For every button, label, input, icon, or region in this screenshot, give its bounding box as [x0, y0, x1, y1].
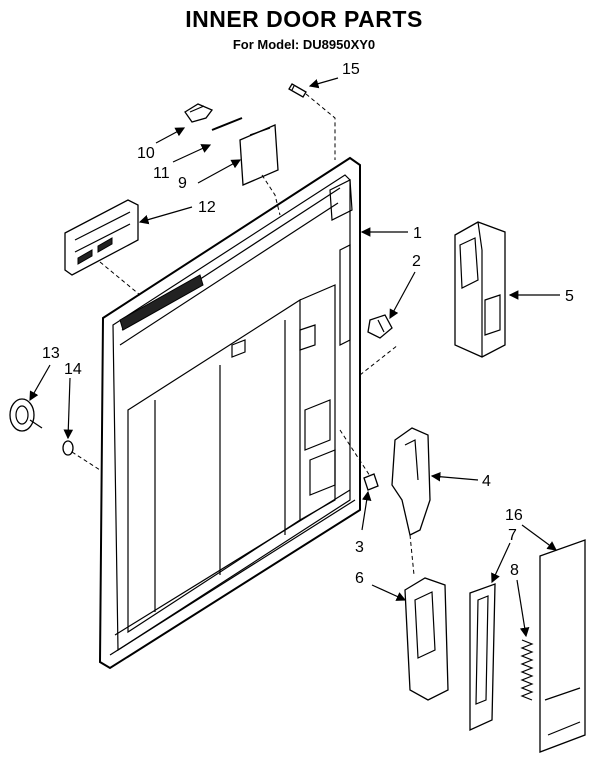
screw-part-15 [288, 83, 336, 160]
callout-7: 7 [508, 527, 517, 544]
side-panel-part-16 [539, 539, 586, 753]
callout-12: 12 [198, 199, 216, 216]
callout-3: 3 [355, 539, 364, 556]
callout-9: 9 [178, 175, 187, 192]
knob-part-13 [9, 398, 43, 432]
callout-10: 10 [137, 145, 155, 162]
callout-5: 5 [565, 288, 574, 305]
model-subtitle: For Model: DU8950XY0 [232, 37, 376, 52]
callout-1: 1 [413, 225, 422, 242]
pin-part-11 [211, 117, 243, 131]
latch-body-part-6 [404, 577, 449, 701]
callout-16: 16 [505, 507, 523, 524]
spring-part-8 [520, 639, 534, 701]
leader-lines [29, 77, 560, 638]
diagram-title: INNER DOOR PARTS [185, 6, 423, 32]
callout-8: 8 [510, 562, 519, 579]
washer-part-14 [62, 440, 101, 471]
callout-2: 2 [412, 253, 421, 270]
callout-13: 13 [42, 345, 60, 362]
callout-14: 14 [64, 361, 82, 378]
latch-part-4 [391, 427, 431, 576]
inner-door-panel [98, 156, 361, 670]
callout-4: 4 [482, 473, 491, 490]
handle-part-12 [64, 199, 141, 296]
callout-15: 15 [342, 61, 360, 78]
clip-part-2 [359, 314, 399, 376]
callout-6: 6 [355, 570, 364, 587]
callout-11: 11 [153, 165, 170, 182]
dispenser-bracket-part-10 [184, 103, 214, 123]
cover-plate-part-9 [239, 124, 281, 216]
slide-part-7 [469, 583, 496, 732]
button-part-3 [339, 429, 379, 491]
latch-module-part-5 [454, 221, 506, 358]
